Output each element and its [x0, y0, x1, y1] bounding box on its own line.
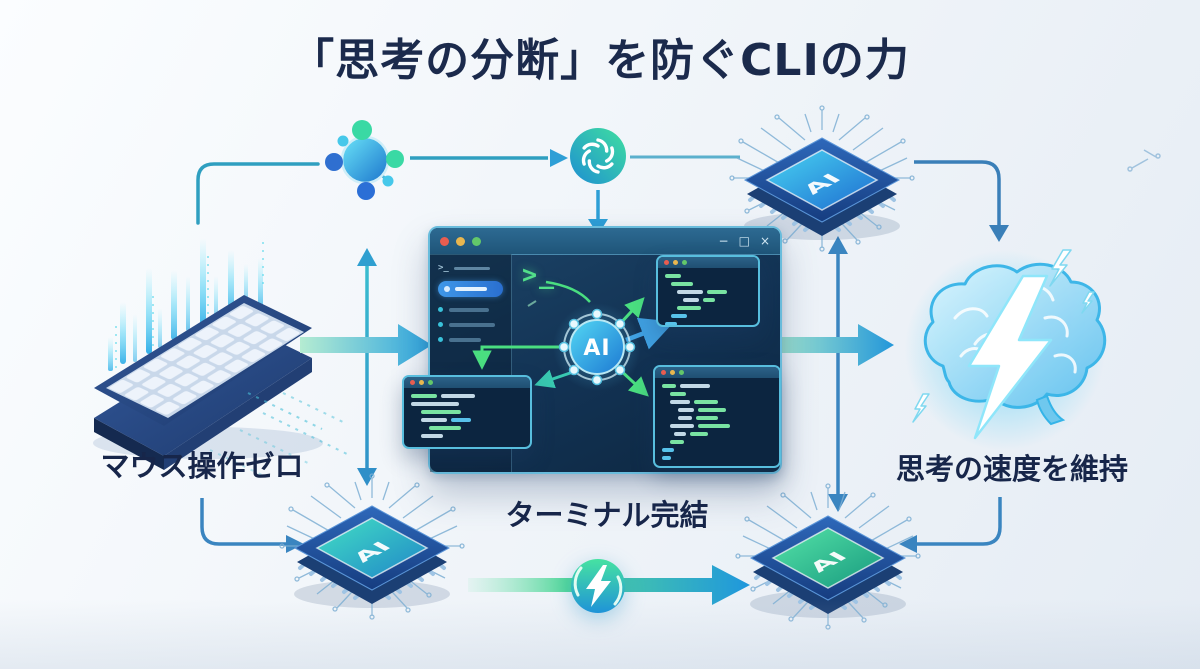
brain-lightning-icon	[905, 249, 1107, 450]
minimize-icon[interactable]: −	[718, 234, 729, 248]
network-nodes-icon	[325, 120, 404, 200]
sidebar-item[interactable]	[438, 337, 503, 342]
lightning-badge-icon	[571, 559, 625, 613]
sidebar-item[interactable]	[438, 307, 503, 312]
keyboard-label: マウス操作ゼロ	[100, 449, 304, 483]
terminal-prompt: >_	[522, 260, 557, 289]
code-window-bottom-right	[653, 365, 781, 468]
keyboard-body	[94, 295, 312, 470]
code-window-titlebar	[655, 367, 779, 378]
sidebar-prompt-row: >_	[438, 263, 503, 273]
openai-knot-glyph	[581, 138, 615, 174]
window-controls: − □ ×	[719, 235, 770, 247]
lightning-bolt	[967, 274, 1053, 440]
code-lines	[404, 388, 530, 447]
traffic-light-close-button[interactable]	[440, 236, 449, 246]
brain-label: 思考の速度を維持	[895, 452, 1128, 486]
code-window-top-right	[656, 255, 760, 327]
close-icon[interactable]: ×	[759, 234, 770, 248]
spark-bolts	[912, 249, 1095, 423]
openai-logo-icon	[570, 128, 626, 184]
terminal-label: ターミナル完結	[505, 498, 709, 532]
code-lines	[658, 268, 758, 325]
ai-chip-bottom-left: AI	[279, 473, 465, 620]
code-window-bottom-left	[402, 375, 532, 449]
ai-chip-top-right: AI	[729, 105, 915, 252]
circuit-sparkle-decoration	[1127, 149, 1161, 172]
code-lines	[655, 378, 779, 466]
thick-arrow-terminal-to-brain	[770, 324, 894, 366]
maximize-icon[interactable]: □	[738, 234, 750, 248]
data-stream-decoration	[108, 238, 264, 371]
code-window-titlebar	[658, 257, 758, 268]
keyboard-icon	[93, 238, 350, 478]
arrow-keyboard-to-hubnode	[196, 162, 320, 225]
code-rain-decoration	[209, 392, 350, 478]
traffic-light-zoom-button[interactable]	[472, 236, 481, 246]
code-window-titlebar	[404, 377, 530, 388]
traffic-light-minimize-button[interactable]	[456, 236, 465, 246]
sidebar-item[interactable]	[438, 322, 503, 327]
arrow-chip-to-brain	[914, 160, 1009, 242]
page-title: 「思考の分断」を防ぐCLIの力	[290, 35, 910, 86]
terminal-titlebar: − □ ×	[430, 228, 780, 255]
sidebar-item-active[interactable]	[438, 281, 503, 297]
ai-chip-bottom-right: AI	[735, 483, 921, 630]
arrow-hubnode-to-ai-service	[410, 149, 568, 167]
terminal-prompt-icon: >_	[438, 263, 449, 273]
arrow-terminal-chips-vertical-right	[828, 236, 848, 512]
